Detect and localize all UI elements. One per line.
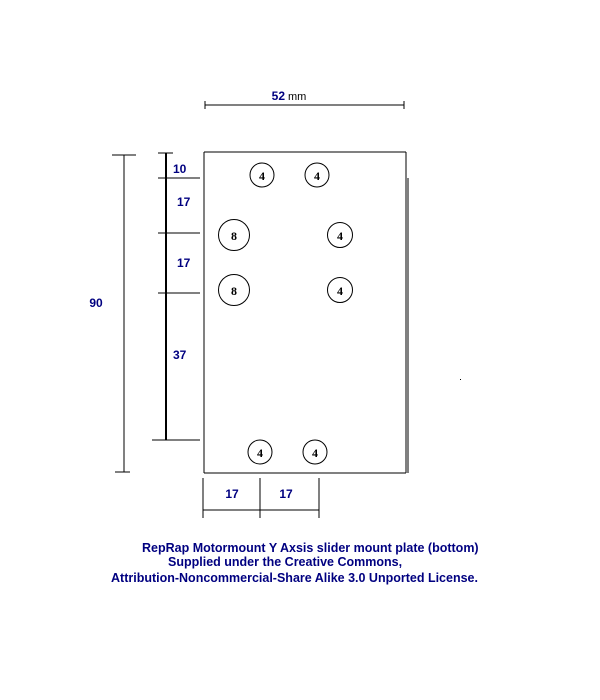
- hole-upper-left-large: [218, 219, 250, 251]
- height-dimension: [112, 154, 136, 473]
- bottom-dimension: [202, 478, 320, 518]
- width-dimension-unit: mm: [288, 91, 306, 103]
- vertical-chain-dimension: [152, 152, 200, 441]
- bottom-segment-1: 17: [225, 487, 239, 501]
- vertical-segment-2: 17: [177, 195, 191, 209]
- height-dimension-value: 90: [89, 296, 103, 310]
- caption-title: RepRap Motormount Y Axsis slider mount p…: [142, 541, 479, 555]
- hole-upper-right: [327, 222, 353, 248]
- hole-bottom-left: [247, 439, 273, 465]
- hole-label-upper-left-large: 8: [231, 229, 237, 243]
- vertical-segment-1: 10: [173, 162, 187, 176]
- hole-label-upper-right: 4: [337, 229, 343, 243]
- hole-label-top-right: 4: [314, 169, 320, 183]
- hole-bottom-right: [302, 439, 328, 465]
- hole-lower-left-large: [218, 274, 250, 306]
- width-dimension: [204, 101, 405, 109]
- vertical-segment-3: 17: [177, 256, 191, 270]
- hole-label-lower-left-large: 8: [231, 284, 237, 298]
- hole-top-right: [304, 162, 330, 188]
- caption-license-line1: Supplied under the Creative Commons,: [168, 555, 403, 569]
- plate-outline: [203, 151, 409, 474]
- vertical-segment-4: 37: [173, 348, 187, 362]
- hole-label-lower-right: 4: [337, 284, 343, 298]
- hole-lower-right: [327, 277, 353, 303]
- stray-dot: [460, 379, 461, 380]
- mounting-holes: [218, 162, 353, 465]
- bottom-segment-2: 17: [279, 487, 293, 501]
- hole-label-top-left: 4: [259, 169, 265, 183]
- hole-label-bottom-left: 4: [257, 446, 263, 460]
- hole-top-left: [249, 162, 275, 188]
- caption-license-line2: Attribution-Noncommercial-Share Alike 3.…: [111, 571, 478, 585]
- hole-label-bottom-right: 4: [312, 446, 318, 460]
- width-dimension-value: 52: [272, 89, 286, 103]
